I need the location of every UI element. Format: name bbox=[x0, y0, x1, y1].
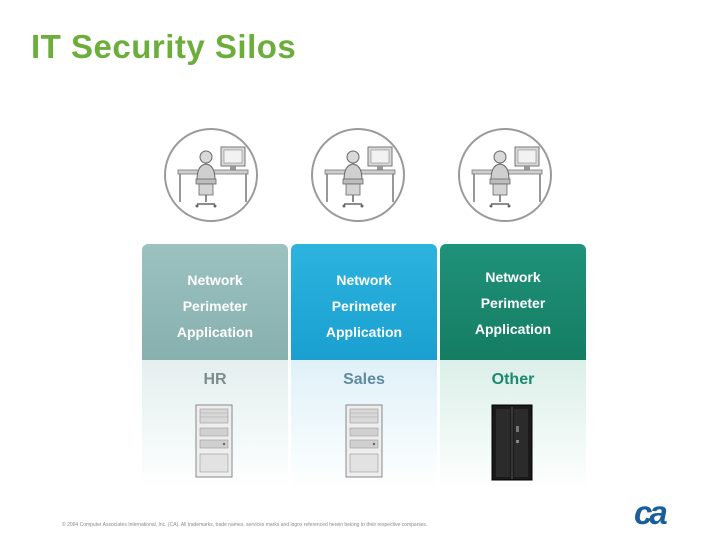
silo-sales: Network Perimeter Application Sales bbox=[291, 244, 437, 489]
ca-logo: ca bbox=[634, 494, 668, 531]
silo-line-application: Application bbox=[176, 324, 254, 340]
silo-line-perimeter: Perimeter bbox=[331, 298, 397, 314]
silo-label: Sales bbox=[343, 371, 385, 388]
silo-hr: Network Perimeter Application HR bbox=[142, 244, 288, 489]
user-workstation-icon bbox=[458, 128, 552, 222]
silo-other: Network Perimeter Application Other bbox=[440, 244, 586, 489]
silo-line-perimeter: Perimeter bbox=[182, 298, 248, 314]
server-icon bbox=[345, 404, 383, 478]
silo-sales-header: Network Perimeter Application bbox=[291, 244, 437, 360]
user-workstation-icon bbox=[164, 128, 258, 222]
silo-line-application: Application bbox=[325, 324, 403, 340]
silo-line-network: Network bbox=[187, 272, 243, 288]
silo-line-perimeter: Perimeter bbox=[480, 295, 546, 311]
silo-other-header: Network Perimeter Application bbox=[440, 244, 586, 360]
silo-hr-header: Network Perimeter Application bbox=[142, 244, 288, 360]
silo-line-network: Network bbox=[485, 269, 541, 285]
rack-server-icon bbox=[491, 404, 533, 481]
silo-label: HR bbox=[203, 371, 227, 388]
silo-line-application: Application bbox=[474, 321, 552, 337]
silo-label: Other bbox=[491, 371, 535, 388]
copyright-footer: © 2004 Computer Associates International… bbox=[62, 522, 428, 528]
silo-line-network: Network bbox=[336, 272, 392, 288]
server-icon bbox=[195, 404, 233, 478]
slide-title: IT Security Silos bbox=[31, 28, 297, 65]
user-workstation-icon bbox=[311, 128, 405, 222]
